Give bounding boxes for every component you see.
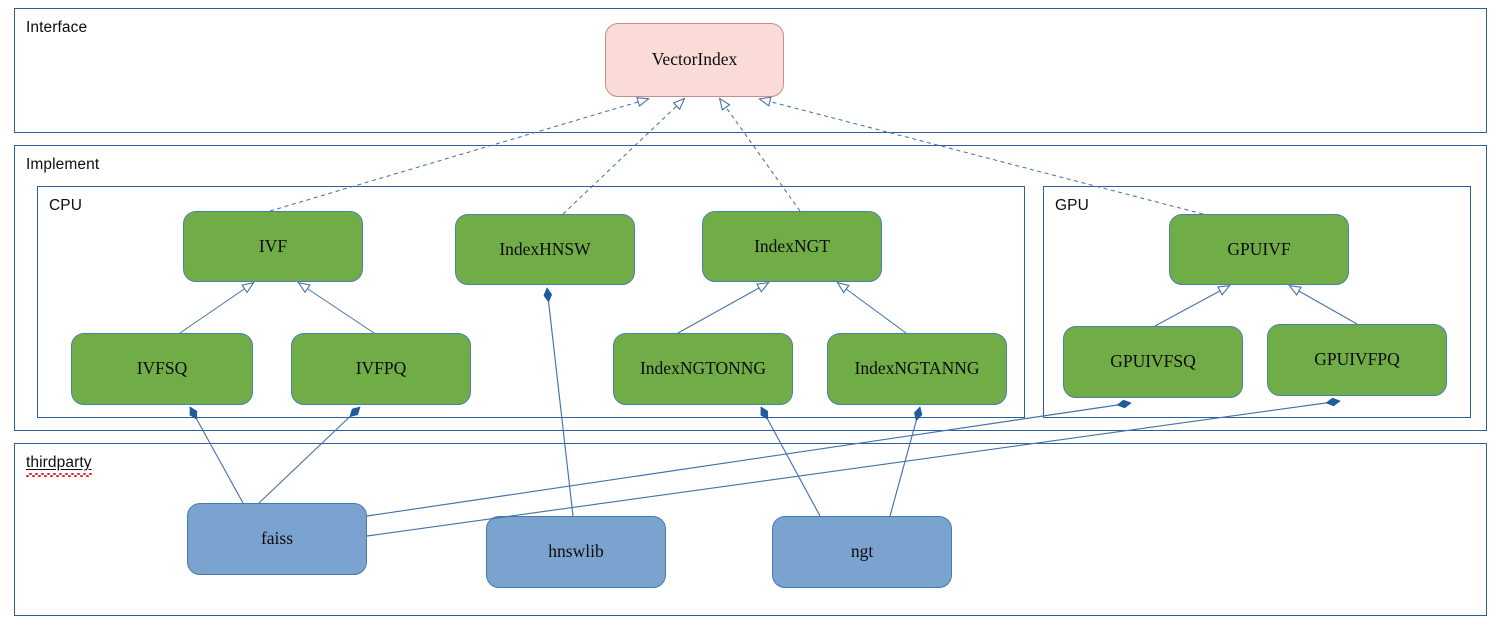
node-faiss[interactable]: faiss	[187, 503, 367, 575]
node-indexngt[interactable]: IndexNGT	[702, 211, 882, 282]
frame-label-thirdparty: thirdparty	[26, 454, 92, 477]
frame-label-cpu: CPU	[49, 197, 83, 214]
node-ivfpq[interactable]: IVFPQ	[291, 333, 471, 405]
node-ngt[interactable]: ngt	[772, 516, 952, 588]
node-ivf[interactable]: IVF	[183, 211, 363, 282]
node-indexhnsw[interactable]: IndexHNSW	[455, 214, 635, 285]
frame-label-interface: Interface	[26, 19, 88, 36]
node-gpuivf[interactable]: GPUIVF	[1169, 214, 1349, 285]
node-indexngtonng[interactable]: IndexNGTONNG	[613, 333, 793, 405]
frame-label-implement: Implement	[26, 156, 100, 173]
node-ivfsq[interactable]: IVFSQ	[71, 333, 253, 405]
node-gpuivfpq[interactable]: GPUIVFPQ	[1267, 324, 1447, 396]
node-indexngtanng[interactable]: IndexNGTANNG	[827, 333, 1007, 405]
node-hnswlib[interactable]: hnswlib	[486, 516, 666, 588]
frame-label-gpu: GPU	[1055, 197, 1089, 214]
node-vectorindex[interactable]: VectorIndex	[605, 23, 784, 97]
node-gpuivfsq[interactable]: GPUIVFSQ	[1063, 326, 1243, 398]
